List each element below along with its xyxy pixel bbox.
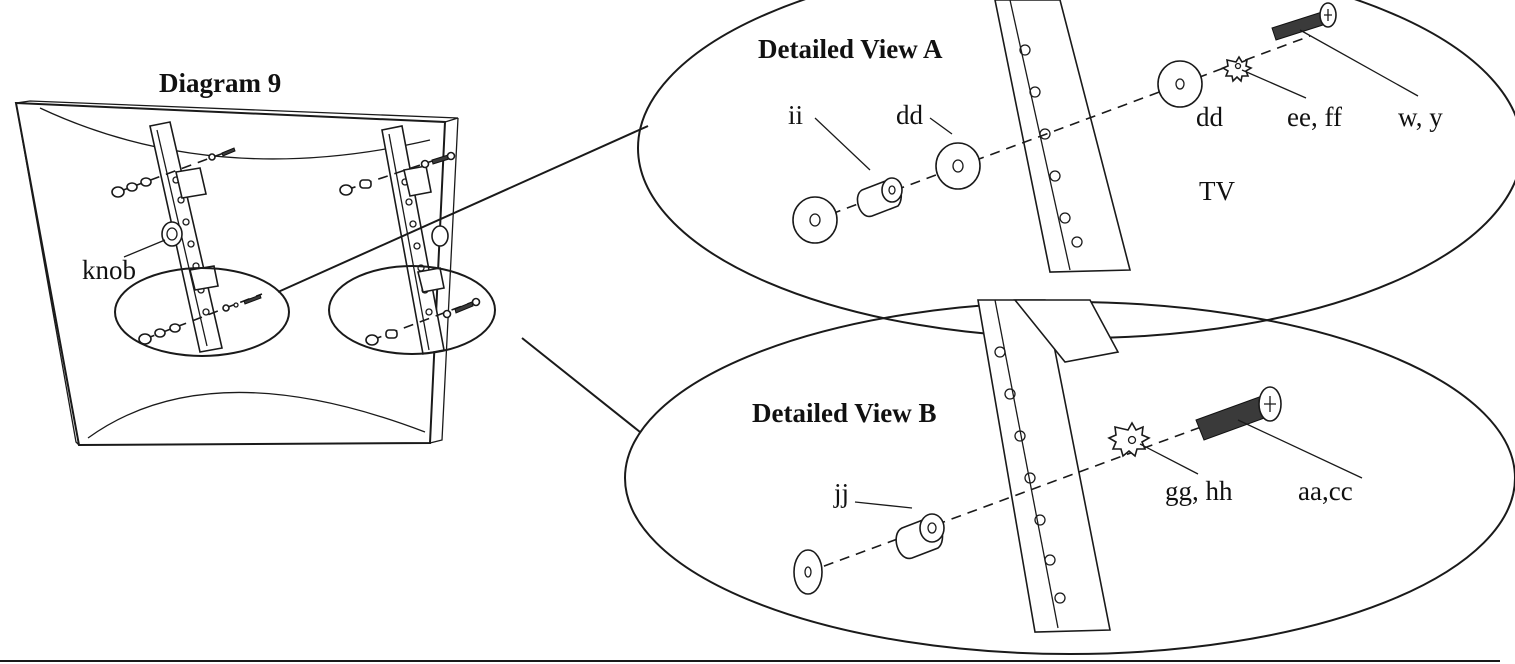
label-ii: ii	[788, 100, 803, 130]
overview-tv-back	[14, 100, 496, 447]
knob-icon	[161, 221, 183, 247]
callout-ellipse-a	[114, 267, 290, 357]
detailed-view-b-title: Detailed View B	[752, 398, 936, 428]
label-aa-cc: aa,cc	[1298, 476, 1353, 506]
label-ee-ff: ee, ff	[1287, 102, 1342, 132]
phillips-screw-head-icon	[1195, 386, 1282, 441]
connector-line-b	[521, 337, 641, 433]
detailed-view-a-title: Detailed View A	[758, 34, 943, 64]
overview-hardware-upper-left	[111, 147, 236, 198]
label-dd-right: dd	[1196, 102, 1224, 132]
detailed-view-b	[624, 299, 1515, 655]
overview-hardware-lower-left	[138, 293, 263, 345]
overview-hardware-upper-right	[339, 151, 456, 196]
callout-ellipse-b	[328, 265, 496, 355]
overview-hardware-lower-right	[365, 297, 481, 346]
knob-label: knob	[82, 255, 136, 285]
phillips-screw-head-icon	[1271, 2, 1337, 41]
star-lock-washer-icon	[1221, 55, 1253, 83]
star-lock-washer-icon	[1107, 421, 1151, 458]
label-gg-hh: gg, hh	[1165, 476, 1233, 506]
label-w-y: w, y	[1398, 102, 1443, 132]
connector-line-a	[277, 125, 649, 293]
diagram-title: Diagram 9	[159, 68, 281, 98]
label-tv: TV	[1199, 176, 1235, 206]
label-dd-left: dd	[896, 100, 924, 130]
label-jj: jj	[833, 478, 849, 508]
